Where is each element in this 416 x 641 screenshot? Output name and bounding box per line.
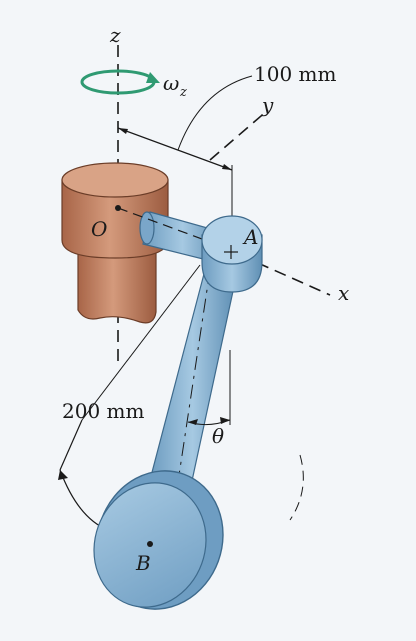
collar-a: [201, 215, 263, 293]
dimension-100mm-label: 100 mm: [254, 62, 336, 86]
point-a-label: A: [242, 225, 258, 249]
dimension-200mm: [58, 264, 304, 531]
dimension-200mm-label: 200 mm: [62, 399, 144, 423]
rotation-arrow-icon: [80, 69, 160, 95]
theta-angle: [187, 350, 231, 426]
x-axis-line: [239, 254, 331, 296]
point-o-label: O: [91, 217, 107, 241]
omega-label: ω: [163, 71, 179, 95]
omega-subscript-label: z: [179, 85, 187, 100]
x-axis-label: x: [338, 281, 349, 305]
disk-b: [93, 470, 224, 610]
dimension-100mm: [117, 75, 253, 228]
theta-label: θ: [212, 424, 224, 448]
y-axis-label: y: [261, 93, 274, 117]
y-axis-line: [209, 109, 269, 161]
z-axis-label: z: [109, 23, 121, 47]
point-b-marker: [147, 541, 153, 547]
point-o-marker: [115, 205, 121, 211]
point-b-label: B: [135, 551, 151, 575]
